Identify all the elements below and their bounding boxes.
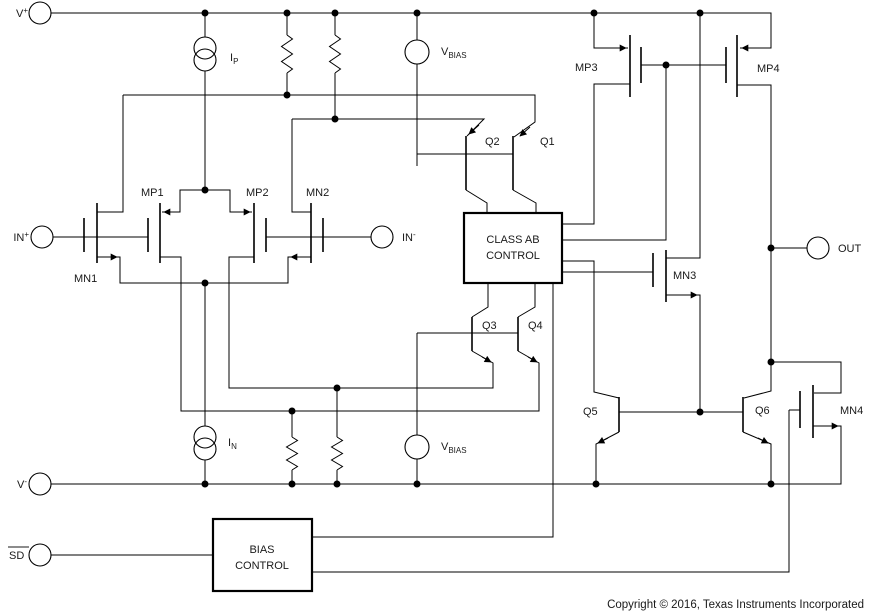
in-plus-label: IN+ — [13, 230, 29, 244]
out-label: OUT — [838, 243, 862, 255]
mn1-label: MN1 — [74, 273, 97, 285]
terminal-sd: SD — [8, 543, 52, 567]
q1-emitter-arrow-icon — [519, 126, 531, 137]
device-labels: IP IN VBIAS VBIAS MP1 MP2 MN2 MN1 MP3 MP… — [74, 46, 863, 455]
q1-label: Q1 — [540, 136, 555, 148]
q2-label: Q2 — [485, 136, 500, 148]
q3-label: Q3 — [482, 320, 497, 332]
vbias-source-bottom — [404, 434, 430, 460]
resistor-load-n2 — [330, 436, 344, 471]
mn2-label: MN2 — [306, 187, 329, 199]
transistor-mp1-symbol — [147, 203, 161, 263]
junction-dots — [201, 9, 775, 488]
mp4-label: MP4 — [757, 63, 780, 75]
resistor-load-p2 — [328, 34, 342, 74]
terminal-v-minus: V- — [17, 472, 52, 496]
transistor-mn1-symbol — [83, 203, 98, 263]
q4-emitter-arrow-icon — [527, 355, 538, 363]
mn3-label: MN3 — [673, 270, 696, 282]
vbias-bottom-label: VBIAS — [441, 441, 467, 455]
transistor-mn3-symbol — [652, 250, 667, 302]
q6-emitter-arrow-icon — [757, 437, 769, 444]
mp3-label: MP3 — [575, 62, 598, 74]
copyright-text: Copyright © 2016, Texas Instruments Inco… — [607, 599, 864, 611]
class-ab-control-label-line1: CLASS AB — [486, 234, 539, 246]
bias-control-label-line2: CONTROL — [235, 560, 289, 572]
sd-label: SD — [9, 550, 24, 562]
mp2-label: MP2 — [246, 187, 269, 199]
terminal-out: OUT — [806, 236, 862, 260]
transistor-mn4-symbol — [799, 385, 814, 438]
mp1-label: MP1 — [141, 187, 164, 199]
q6-label: Q6 — [755, 405, 770, 417]
current-source-in — [193, 425, 217, 461]
mn4-label: MN4 — [840, 405, 863, 417]
terminal-in-minus: IN- — [370, 225, 416, 249]
in-source-label: IN — [228, 437, 237, 451]
transistor-mn2-symbol — [310, 203, 324, 263]
power-rails — [51, 12, 842, 485]
q5-label: Q5 — [583, 406, 598, 418]
q2-emitter-arrow-icon — [468, 124, 480, 135]
transistor-mp4-symbol — [725, 35, 738, 97]
class-ab-control-block: CLASS AB CONTROL — [462, 211, 564, 285]
terminal-v-plus: V+ — [16, 1, 52, 25]
v-plus-label: V+ — [16, 6, 28, 20]
transistor-mp3-symbol — [629, 35, 642, 97]
bias-control-block: BIAS CONTROL — [211, 517, 314, 593]
wires-right-section — [51, 13, 842, 573]
current-source-ip — [193, 36, 217, 72]
resistor-load-n1 — [285, 436, 299, 471]
v-minus-label: V- — [17, 477, 27, 491]
device-arrows — [104, 44, 839, 444]
vbias-source-top — [404, 39, 430, 65]
class-ab-control-label-line2: CONTROL — [486, 250, 540, 262]
q3-emitter-arrow-icon — [481, 355, 492, 363]
in-minus-label: IN- — [402, 230, 416, 244]
q4-label: Q4 — [528, 320, 543, 332]
bias-control-label-line1: BIAS — [249, 544, 274, 556]
q5-emitter-arrow-icon — [597, 437, 609, 444]
mosfet-bars — [83, 35, 814, 438]
vbias-top-label: VBIAS — [441, 46, 467, 60]
bjt-bars — [465, 136, 744, 432]
ip-source-label: IP — [230, 52, 238, 66]
terminal-in-plus: IN+ — [13, 225, 54, 249]
wires-left-section — [53, 13, 540, 484]
transistor-mp2-symbol — [253, 203, 267, 263]
resistor-load-p1 — [280, 34, 294, 74]
